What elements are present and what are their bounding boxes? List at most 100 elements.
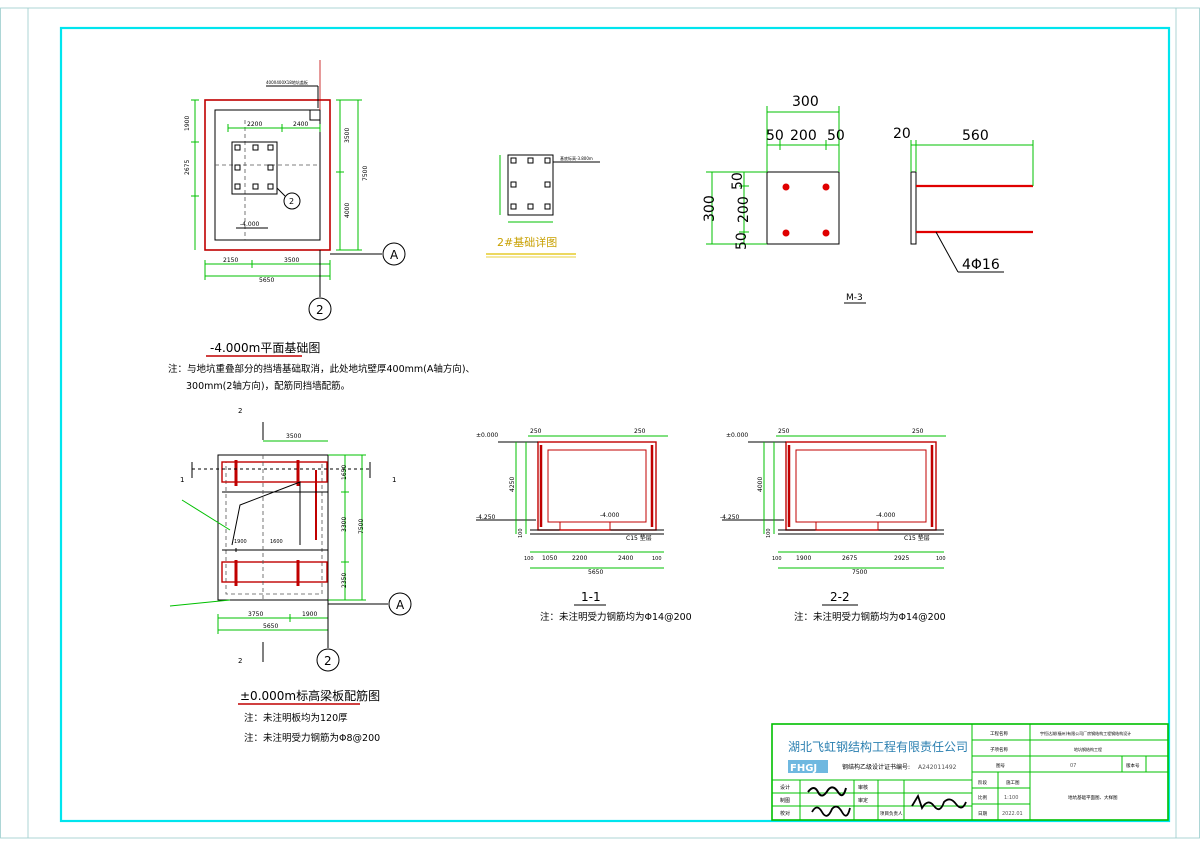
sec11-dim-top-1: 250 — [634, 428, 646, 435]
sec22-elev-bot: -4.250 — [720, 514, 740, 521]
plan2-axis-a: A — [396, 598, 405, 612]
plan1-dim-right-2: 7500 — [362, 166, 369, 181]
date-value: 2022.01 — [1002, 811, 1023, 817]
plan1-tag: 2 — [289, 197, 294, 206]
plan2-axis-2: 2 — [324, 654, 332, 668]
m3-dim-len: 560 — [962, 128, 989, 144]
sec22-title: 2-2 — [830, 590, 850, 604]
sec22-dim-bot-0: 100 — [772, 556, 782, 562]
plan2-dim-right-1: 3300 — [341, 517, 348, 532]
plan1-dim-left-1: 2675 — [184, 160, 191, 175]
m3-dim-h-0: 50 — [730, 172, 746, 190]
m3-dim-w-2: 50 — [827, 128, 845, 144]
detail-2-foundation: 基底标高-3.800m 2#基础详图 — [486, 154, 600, 258]
drawing-no: 07 — [1070, 763, 1076, 769]
plan2-dim-bot-1: 1900 — [302, 611, 317, 618]
sec22-elev-in: -4.000 — [876, 512, 896, 519]
sec11-elev-top: ±0.000 — [476, 432, 498, 439]
proj-label: 工程名称 — [990, 730, 1008, 737]
drawing-no-label: 图号 — [996, 763, 1005, 769]
row-label-check: 校对 — [780, 810, 790, 817]
row-label-draw: 制图 — [780, 797, 790, 804]
row-label-pm: 项目负责人 — [880, 810, 903, 817]
plan1-note-2: 300mm(2轴方向)，配筋同挡墙配筋。 — [186, 380, 350, 392]
plan1-elev: -4.000 — [240, 221, 260, 228]
embed-plate-m3: 300 50 200 50 300 50 200 50 20 560 4Φ16 … — [702, 94, 1034, 304]
sec11-dim-top-0: 250 — [530, 428, 542, 435]
sec22-dim-bot-5: 7500 — [852, 569, 867, 576]
plan2-dim-right-0: 1650 — [341, 465, 348, 480]
plan2-dim-mid-1: 1600 — [270, 539, 283, 545]
sec11-dim-left-1: 100 — [518, 528, 524, 538]
plan2-dim-right-3: 7500 — [358, 519, 365, 534]
sec11-note: 注：未注明受力钢筋均为Φ14@200 — [540, 611, 692, 623]
plan2-dim-mid-0: 1900 — [234, 539, 247, 545]
plan2-sec-2-top: 2 — [238, 407, 242, 415]
sec22-c15: C15 垫层 — [904, 534, 930, 542]
detail2-title: 2#基础详图 — [497, 235, 557, 249]
m3-rebar: 4Φ16 — [962, 257, 1000, 273]
plan2-title: ±0.000m标高梁板配筋图 — [240, 688, 380, 703]
signature-1 — [807, 786, 847, 797]
plan2-sec-2-bot: 2 — [238, 657, 242, 665]
sec22-dim-bot-3: 2925 — [894, 555, 909, 562]
date-label: 日期 — [978, 811, 987, 817]
sub-name: 地坑钢结构工程 — [1074, 746, 1102, 752]
plan1-callout: 400X400X18地坑盖板 — [266, 79, 308, 85]
sec22-dim-bot-1: 1900 — [796, 555, 811, 562]
plan1-dim-top-1: 2400 — [293, 121, 308, 128]
sec11-elev-bot: -4.250 — [476, 514, 496, 521]
plan2-dim-right-2: 2350 — [341, 573, 348, 588]
plan2-dim-top-0: 3500 — [286, 433, 301, 440]
stage-label: 阶段 — [978, 779, 987, 786]
plan1-dim-bot-1: 3500 — [284, 257, 299, 264]
m3-dim-h-1: 200 — [736, 196, 752, 223]
sec11-elev-in: -4.000 — [600, 512, 620, 519]
plan1-dim-right-0: 3500 — [344, 128, 351, 143]
sec22-dim-top-1: 250 — [912, 428, 924, 435]
sec22-dim-bot-4: 100 — [936, 556, 946, 562]
logo-text: FHGJ — [790, 763, 817, 774]
sec22-dim-left-0: 4000 — [757, 477, 764, 492]
signature-3 — [911, 793, 967, 811]
row-label-review: 审核 — [858, 784, 868, 791]
m3-title: M-3 — [846, 293, 863, 303]
plan1-axis-2: 2 — [316, 303, 324, 317]
sec11-dim-bot-1: 1050 — [542, 555, 557, 562]
plan2-note-1: 注：未注明板均为120厚 — [244, 712, 348, 724]
title-block: 湖北飞虹钢结构工程有限责任公司 FHGJ 钢结构乙级设计证书编号: A24201… — [771, 723, 1169, 821]
license-no: A242011492 — [918, 764, 957, 771]
m3-dim-h-2: 50 — [734, 232, 750, 250]
plan2-sec-1-left: 1 — [180, 476, 184, 484]
plan1-dim-right-1: 4000 — [344, 203, 351, 218]
plan1-dim-top-0: 2200 — [247, 121, 262, 128]
plan2-dim-bot-0: 3750 — [248, 611, 263, 618]
sec11-dim-bot-5: 5650 — [588, 569, 603, 576]
sec22-dim-bot-2: 2675 — [842, 555, 857, 562]
row-label-design: 设计 — [780, 784, 790, 791]
stage-value: 施工图 — [1006, 779, 1020, 786]
m3-dim-total-h: 300 — [702, 195, 718, 222]
plan1-note-1: 注：与地坑重叠部分的挡墙基础取消，此处地坑壁厚400mm(A轴方向)、 — [168, 363, 475, 375]
rev-label: 版本号 — [1126, 762, 1140, 769]
sec11-dim-bot-2: 2200 — [572, 555, 587, 562]
sec11-dim-bot-3: 2400 — [618, 555, 633, 562]
sec11-dim-bot-4: 100 — [652, 556, 662, 562]
plan-beam-slab: 1900 1600 1 1 2 2 3500 1650 3300 2350 75… — [169, 407, 412, 744]
section-1-1: ±0.000 -4.250 -4.000 4250 100 250 250 C1… — [476, 428, 692, 623]
plan2-note-2: 注：未注明受力钢筋为Φ8@200 — [244, 732, 380, 744]
detail2-note: 基底标高-3.800m — [560, 155, 593, 161]
section-2-2: ±0.000 -4.250 -4.000 4000 100 250 250 C1… — [720, 428, 946, 623]
plan1-dim-bot-2: 5650 — [259, 277, 274, 284]
drawing-frame — [59, 26, 1171, 823]
plan1-axis-a: A — [390, 248, 399, 262]
plan1-dim-left-0: 1900 — [184, 116, 191, 131]
scale-label: 比例 — [978, 794, 987, 801]
sec11-title: 1-1 — [581, 590, 601, 604]
plan1-title: -4.000m平面基础图 — [210, 341, 320, 355]
company-name: 湖北飞虹钢结构工程有限责任公司 — [788, 739, 968, 754]
company-logo: FHGJ — [788, 760, 828, 774]
m3-dim-w-0: 50 — [766, 128, 784, 144]
signature-2 — [811, 805, 851, 817]
